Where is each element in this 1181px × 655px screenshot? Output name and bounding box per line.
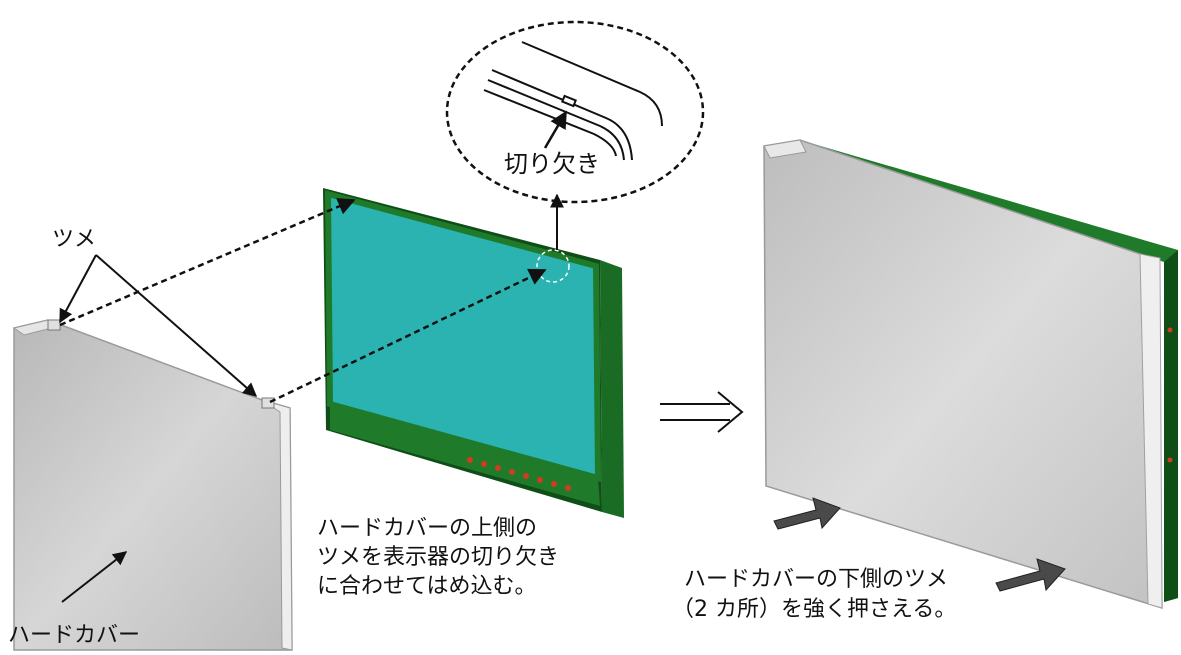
tsume-label: ツメ [52,227,97,252]
step1-text-line2: ツメを表示器の切り欠き [317,545,560,570]
step1-text-line1: ハードカバーの上側の [317,516,538,541]
tsume-leader-2 [95,254,258,397]
hard-cover-left [12,319,293,651]
tab-left-1 [47,319,61,331]
notch-highlight [536,249,570,283]
align-arrow-2 [269,268,547,404]
align-arrow-1 [59,198,356,327]
indicator-leds [467,457,571,491]
display-unit [323,188,624,518]
tsume-leader-1 [59,254,97,324]
assembled-unit [763,139,1178,610]
notch-label-arrow [543,110,568,149]
notch-zoom-callout [445,20,705,204]
step2-text-line2: （2 カ所）を強く押さえる。 [672,597,957,622]
notch-zoom-detail [483,41,663,161]
push-arrow-icon-1 [773,497,841,530]
push-arrow-icon-2 [995,558,1066,592]
tab-left-2 [261,397,275,409]
notch-label: 切り欠き [504,150,600,178]
double-right-arrow-icon [660,391,744,433]
hard-cover-label: ハードカバー [8,623,141,648]
step1-text-line3: に合わせてはめ込む。 [317,574,537,599]
step2-text-line1: ハードカバーの下側のツメ [684,567,949,592]
hard-cover-leader [61,551,128,603]
